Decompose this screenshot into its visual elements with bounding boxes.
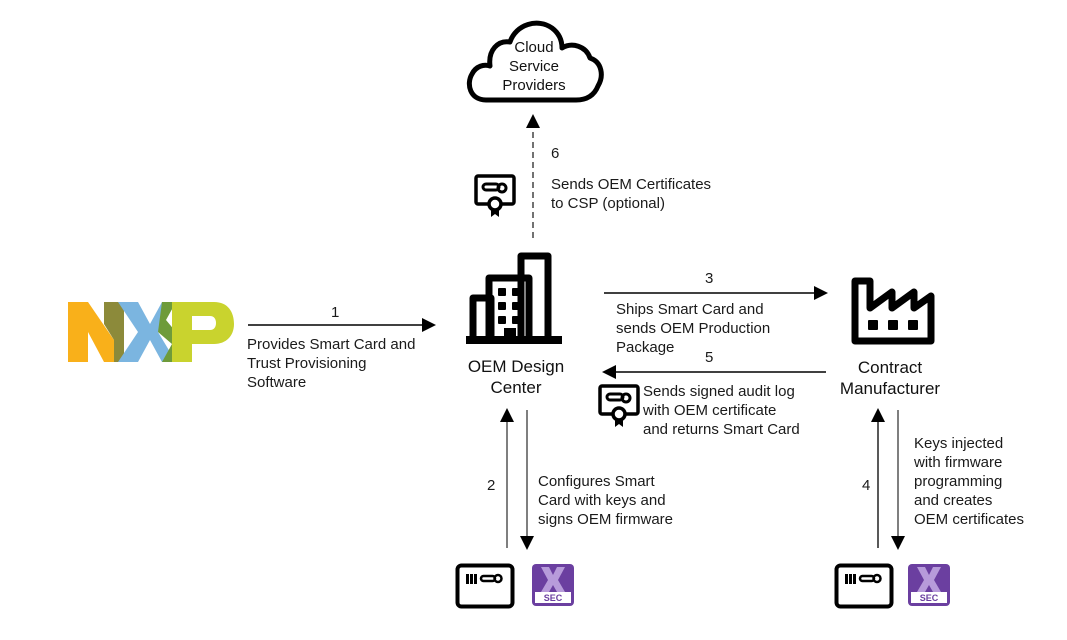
step-3-text: Ships Smart Card and sends OEM Productio… xyxy=(616,301,771,356)
step-3-number: 3 xyxy=(705,270,714,287)
step-5-text: Sends signed audit log with OEM certific… xyxy=(643,383,800,438)
step-6-text: Sends OEM Certificates to CSP (optional) xyxy=(551,176,712,212)
nxp-logo xyxy=(68,302,234,362)
step-1-number: 1 xyxy=(331,304,340,321)
sec-x-icon: SEC xyxy=(908,564,950,606)
step-5-number: 5 xyxy=(705,349,714,366)
certificate-icon xyxy=(474,174,516,217)
step-2-text: Configures Smart Card with keys and sign… xyxy=(538,473,674,528)
step-1-text: Provides Smart Card and Trust Provisioni… xyxy=(247,336,416,391)
step-6-number: 6 xyxy=(551,145,560,162)
cloud-icon xyxy=(466,20,604,103)
cloud-service-providers-label: Cloud Service Providers xyxy=(502,39,566,94)
smart-card-icon xyxy=(834,563,894,609)
smart-card-icon xyxy=(455,563,515,609)
step-4-number: 4 xyxy=(862,477,871,494)
oem-design-center-label: OEM Design Center xyxy=(467,357,565,397)
sec-x-icon: SEC xyxy=(532,564,574,606)
sec-text: SEC xyxy=(920,593,939,603)
factory-icon xyxy=(851,277,935,345)
step-2-number: 2 xyxy=(487,477,496,494)
certificate-icon xyxy=(598,384,640,427)
step-4-text: Keys injected with firmware programming … xyxy=(914,435,1025,528)
contract-manufacturer-label: Contract Manufacturer xyxy=(839,358,941,398)
building-icon xyxy=(466,252,562,344)
edgelock-sec-badge: SEC xyxy=(908,564,950,606)
sec-text: SEC xyxy=(544,593,563,603)
edgelock-sec-badge: SEC xyxy=(532,564,574,606)
